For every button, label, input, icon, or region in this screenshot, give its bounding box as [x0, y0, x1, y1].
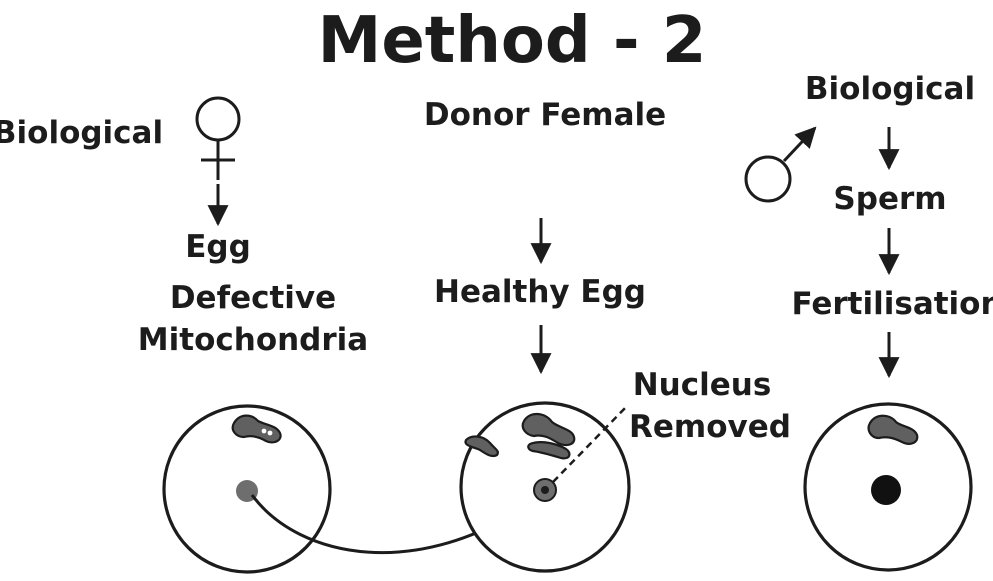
- page-title: Method - 2: [318, 4, 707, 78]
- sperm-label: Sperm: [833, 181, 946, 217]
- healthy-egg-cell: [459, 401, 631, 573]
- fertilised-egg-cell: [803, 402, 973, 572]
- male-symbol-icon: [744, 126, 817, 203]
- donor-female-label: Donor Female: [424, 97, 666, 133]
- mitochondria-blob: [464, 435, 499, 458]
- defective-label: Defective: [170, 280, 336, 316]
- removed-label: Removed: [629, 409, 791, 445]
- nucleus-removed-dot: [541, 486, 549, 494]
- mitochondria-blob: [231, 414, 282, 444]
- healthy-egg-label: Healthy Egg: [434, 274, 646, 310]
- nucleus-black: [871, 475, 901, 505]
- mitochondria-label: Mitochondria: [138, 322, 368, 358]
- nucleus-label: Nucleus: [633, 367, 772, 403]
- egg-label: Egg: [185, 229, 251, 265]
- mitochondria-blob: [867, 414, 919, 445]
- left-biological-label: Biological: [0, 115, 163, 151]
- mitochondria-blob: [521, 412, 576, 447]
- mitochondria-spot: [267, 430, 273, 436]
- female-symbol-icon: [195, 96, 241, 180]
- fertilisation-label: Fertilisation: [791, 286, 993, 322]
- defective-egg-cell: [162, 404, 332, 574]
- mitochondria-spot: [261, 428, 267, 434]
- right-biological-label: Biological: [805, 71, 975, 107]
- nucleus-pointer-dashed: [552, 404, 629, 483]
- mitochondria-blob: [527, 441, 571, 460]
